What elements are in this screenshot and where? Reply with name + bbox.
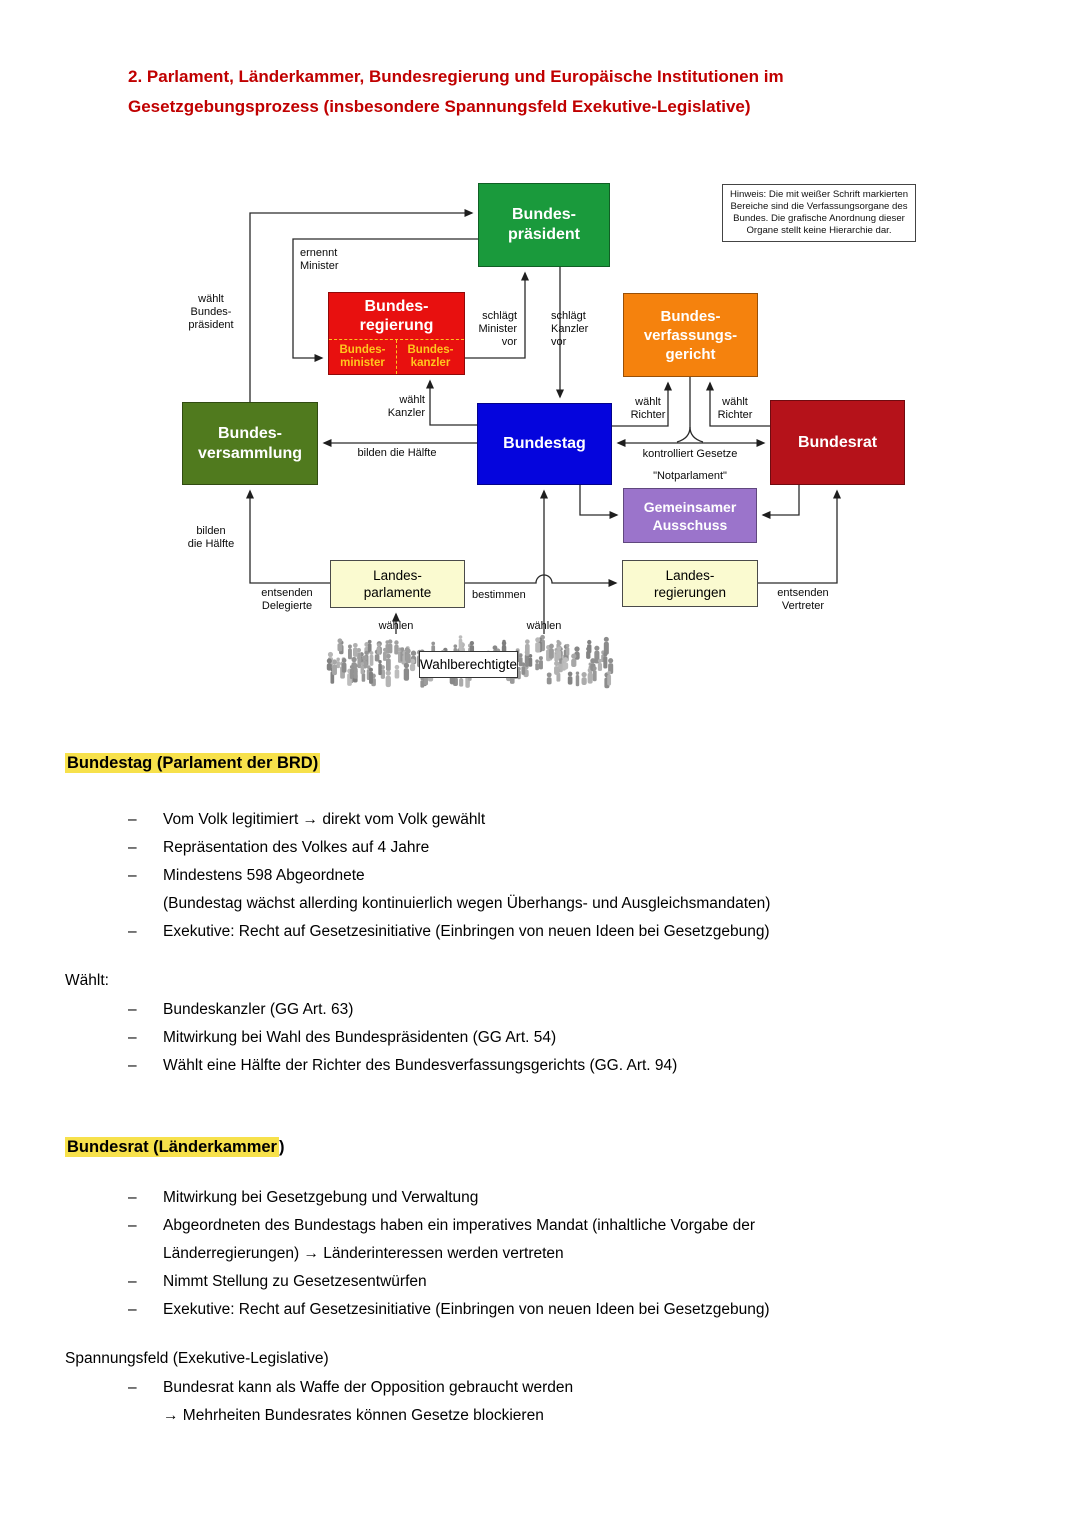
bullet-dash: – xyxy=(128,1273,137,1290)
bullet-list-spannungsfeld: – Bundesrat kann als Waffe der Opposition… xyxy=(128,1374,928,1430)
diagram-note: Hinweis: Die mit weißer Schrift markiert… xyxy=(722,184,916,242)
box-bundesminister: Bundes- minister xyxy=(329,340,397,374)
bullet-text: Repräsentation des Volkes auf 4 Jahre xyxy=(163,839,430,856)
list-item: – Mitwirkung bei Wahl des Bundespräsident… xyxy=(128,1024,928,1052)
edge-label-schlaegt-minister-vor: schlägt Minister vor xyxy=(478,310,517,348)
edge-label-waehlt-richter-links: wählt Richter xyxy=(630,396,666,421)
list-item: – Nimmt Stellung zu Gesetzesentwürfen xyxy=(128,1268,928,1296)
bullet-text: Bundesrat kann als Waffe der Opposition … xyxy=(163,1379,574,1424)
bullet-dash: – xyxy=(128,923,137,940)
section-heading-bundesrat: Bundesrat (Länderkammer) xyxy=(65,1134,284,1160)
bullet-dash: – xyxy=(128,811,137,828)
edge-label-entsenden-delegierte: entsenden Delegierte xyxy=(261,587,313,612)
box-wahlberechtigte: Wahlberechtigte xyxy=(419,651,518,678)
box-bundestag: Bundestag xyxy=(477,403,612,485)
bullet-text: Wählt eine Hälfte der Richter des Bundes… xyxy=(163,1057,678,1074)
bullet-dash: – xyxy=(128,867,137,884)
bullet-dash: – xyxy=(128,1301,137,1318)
bullet-dash: – xyxy=(128,1029,137,1046)
box-landesparlamente: Landes- parlamente xyxy=(330,560,465,608)
edge-label-waehlt-bundespraesident: wählt Bundes- präsident xyxy=(188,293,234,331)
box-bundesregierung-title: Bundes- regierung xyxy=(359,298,434,334)
heading-tail: ) xyxy=(278,1138,285,1156)
bullet-text: Nimmt Stellung zu Gesetzesentwürfen xyxy=(163,1273,427,1290)
list-item: – Abgeordneten des Bundestags haben ein i… xyxy=(128,1212,928,1268)
bullet-text: Bundeskanzler (GG Art. 63) xyxy=(163,1001,354,1018)
box-bundespraesident: Bundes- präsident xyxy=(478,183,610,267)
box-landesregierungen: Landes- regierungen xyxy=(622,560,758,607)
bullet-dash: – xyxy=(128,839,137,856)
bullet-dash: – xyxy=(128,1189,137,1206)
page-title: 2. Parlament, Länderkammer, Bundesregier… xyxy=(128,67,784,116)
bullet-text: Exekutive: Recht auf Gesetzesinitiative … xyxy=(163,1301,770,1318)
bullet-text: Vom Volk legitimiert → direkt vom Volk g… xyxy=(163,811,486,828)
edge-label-bilden-die-haelfte-vertikal: bilden die Hälfte xyxy=(187,525,235,550)
highlighted-heading-text: Bundestag (Parlament der BRD) xyxy=(65,753,321,773)
box-bundesrat: Bundesrat xyxy=(770,400,905,485)
bullet-list-waehlt: – Bundeskanzler (GG Art. 63) – Mitwirkung … xyxy=(128,996,928,1080)
bullet-dash: – xyxy=(128,1379,137,1396)
bullet-list-bundestag: – Vom Volk legitimiert → direkt vom Volk … xyxy=(128,806,928,946)
list-item: – Mindestens 598 Abgeordnete (Bundestag w… xyxy=(128,862,928,918)
box-bundesverfassungsgericht: Bundes- verfassungs- gericht xyxy=(623,293,758,377)
bullet-list-bundesrat: – Mitwirkung bei Gesetzgebung und Verwalt… xyxy=(128,1184,928,1324)
bullet-text: Mindestens 598 Abgeordnete (Bundestag wä… xyxy=(163,867,771,912)
bullet-dash: – xyxy=(128,1217,137,1234)
highlighted-heading-text: Bundesrat (Länderkammer xyxy=(65,1137,279,1157)
section-heading-waehlt: Wählt: xyxy=(65,972,109,989)
list-item: – Exekutive: Recht auf Gesetzesinitiative… xyxy=(128,1296,928,1324)
bundesregierung-subrow: Bundes- minister Bundes- kanzler xyxy=(329,339,464,374)
edge-label-kontrolliert-gesetze: kontrolliert Gesetze xyxy=(642,448,738,460)
edge-label-notparlament: "Notparlament" xyxy=(653,470,727,482)
section-heading-spannungsfeld: Spannungsfeld (Exekutive-Legislative) xyxy=(65,1350,329,1367)
bullet-dash: – xyxy=(128,1057,137,1074)
edge-label-waehlt-richter-rechts: wählt Richter xyxy=(717,396,753,421)
box-gemeinsamer-ausschuss: Gemeinsamer Ausschuss xyxy=(623,488,757,543)
list-item: – Bundeskanzler (GG Art. 63) xyxy=(128,996,928,1024)
list-item: – Exekutive: Recht auf Gesetzesinitiative… xyxy=(128,918,928,946)
edge-label-waehlen-links: wählen xyxy=(378,620,414,632)
bullet-dash: – xyxy=(128,1001,137,1018)
section-heading-bundestag: Bundestag (Parlament der BRD) xyxy=(65,750,321,776)
list-item: – Wählt eine Hälfte der Richter des Bunde… xyxy=(128,1052,928,1080)
constitutional-organs-diagram: Bundes- präsident Hinweis: Die mit weiße… xyxy=(0,0,1080,740)
edge-label-schlaegt-kanzler-vor: schlägt Kanzler vor xyxy=(551,310,589,348)
edge-label-entsenden-vertreter: entsenden Vertreter xyxy=(777,587,829,612)
bullet-text: Abgeordneten des Bundestags haben ein im… xyxy=(163,1217,755,1262)
box-bundesregierung: Bundes- regierung Bundes- minister Bunde… xyxy=(328,292,465,375)
bullet-text: Exekutive: Recht auf Gesetzesinitiative … xyxy=(163,923,770,940)
bullet-text: Mitwirkung bei Wahl des Bundespräsidente… xyxy=(163,1029,557,1046)
list-item: – Repräsentation des Volkes auf 4 Jahre xyxy=(128,834,928,862)
list-item: – Vom Volk legitimiert → direkt vom Volk … xyxy=(128,806,928,834)
edge-label-bestimmen: bestimmen xyxy=(472,589,526,601)
bullet-text: Mitwirkung bei Gesetzgebung und Verwaltu… xyxy=(163,1189,479,1206)
edge-label-waehlt-kanzler: wählt Kanzler xyxy=(387,394,425,419)
edge-label-ernennt-minister: ernennt Minister xyxy=(300,247,339,272)
edge-label-waehlen-rechts: wählen xyxy=(526,620,562,632)
box-bundesversammlung: Bundes- versammlung xyxy=(182,402,318,485)
edge-label-bilden-die-haelfte-horizontal: bilden die Hälfte xyxy=(357,447,437,459)
list-item: – Bundesrat kann als Waffe der Opposition… xyxy=(128,1374,928,1430)
list-item: – Mitwirkung bei Gesetzgebung und Verwalt… xyxy=(128,1184,928,1212)
box-bundeskanzler: Bundes- kanzler xyxy=(407,344,454,369)
